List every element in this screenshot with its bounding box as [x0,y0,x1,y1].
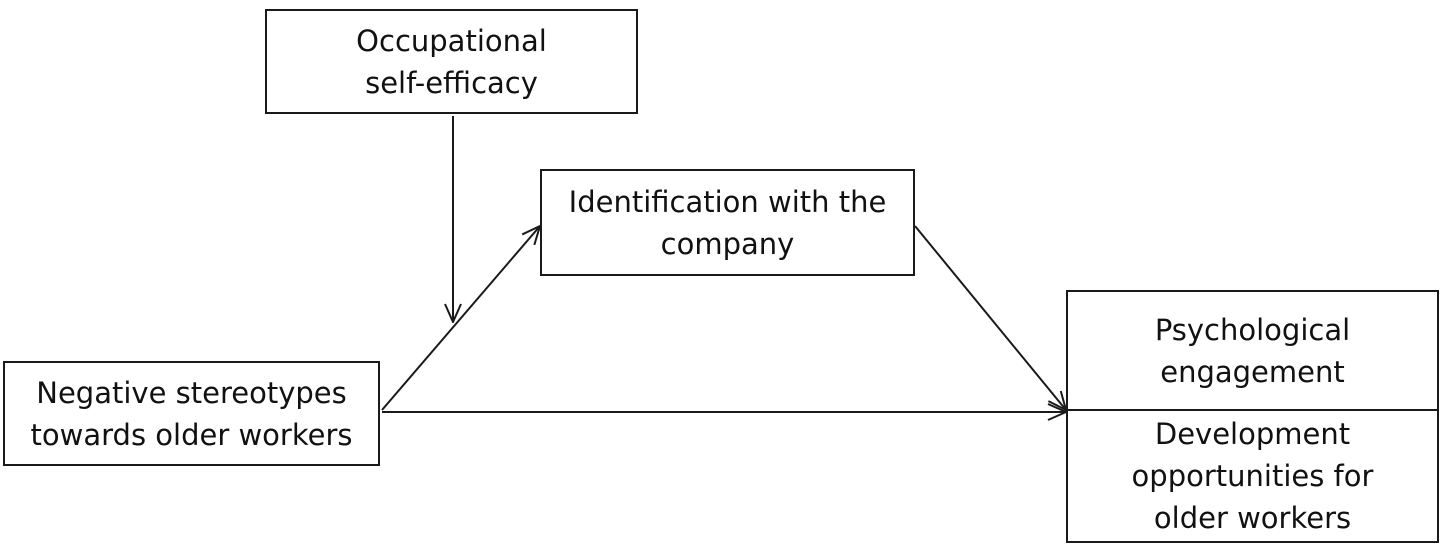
outcome-psychological-engagement: Psychological engagement [1068,292,1437,411]
mediator-label-line-1: Identification with the [568,184,887,219]
outcome-1-label-line-2: engagement [1160,354,1345,389]
mediator-label-line-2: company [660,226,795,261]
predictor-label-line-2: towards older workers [30,417,353,452]
predictor-label-line-1: Negative stereotypes [36,375,347,410]
outcome-2-label-line-3: older workers [1153,501,1352,535]
moderator-label-line-1: Occupational [356,23,547,58]
moderator-label-line-2: self-efficacy [365,65,538,100]
arrow-mediator-to-outcome [914,225,1066,410]
moderator-node: Occupational self-efficacy [265,9,638,114]
arrow-predictor-to-mediator [381,226,540,411]
mediator-node: Identification with the company [540,169,915,276]
outcome-2-label-line-1: Development [1154,417,1351,451]
outcome-development-opportunities: Development opportunities for older work… [1068,411,1437,541]
outcome-2-label-line-2: opportunities for [1131,459,1374,493]
predictor-node: Negative stereotypes towards older worke… [3,361,380,466]
outcome-node: Psychological engagement Development opp… [1066,290,1439,543]
outcome-1-label-line-1: Psychological [1154,312,1351,347]
